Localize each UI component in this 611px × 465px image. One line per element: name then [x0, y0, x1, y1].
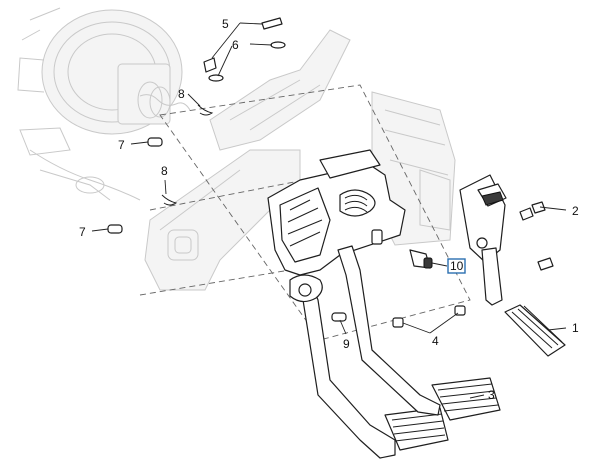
callout-10: 10 [450, 259, 464, 273]
clutch-pedal [337, 245, 501, 421]
brake-booster-ghost [17, 7, 191, 201]
brake-pedal [289, 274, 449, 459]
callout-1: 1 [572, 321, 579, 335]
callout-3: 3 [488, 388, 495, 402]
callout-7-lower: 7 [79, 225, 86, 239]
accelerator-pedal [459, 174, 566, 357]
callout-8-upper: 8 [178, 87, 185, 101]
callout-9: 9 [343, 337, 350, 351]
callout-5: 5 [222, 17, 229, 31]
callout-4: 4 [432, 334, 439, 348]
callout-10-highlight [447, 258, 466, 274]
callout-8-lower: 8 [161, 164, 168, 178]
leader-lines [91, 22, 567, 399]
callout-2: 2 [572, 204, 579, 218]
firewall-bracket-ghost [144, 29, 351, 291]
callout-labels: 1 2 3 4 5 6 7 7 8 8 9 10 [79, 17, 579, 402]
callout-6: 6 [232, 38, 239, 52]
callout-7-upper: 7 [118, 138, 125, 152]
pedal-box-bracket [267, 149, 406, 276]
